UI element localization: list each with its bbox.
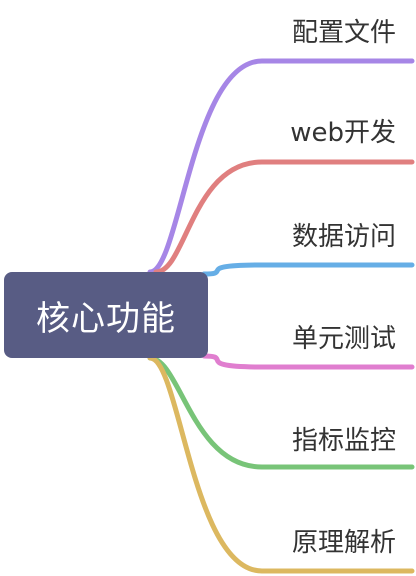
branch-label-unit-testing[interactable]: 单元测试 bbox=[291, 324, 396, 354]
branch-label-metrics-monitoring[interactable]: 指标监控 bbox=[291, 426, 396, 456]
branch-label-web-dev[interactable]: web开发 bbox=[290, 118, 396, 148]
connector-web-dev bbox=[153, 159, 415, 275]
connector-config-files bbox=[147, 58, 415, 275]
branch-label-config-files[interactable]: 配置文件 bbox=[291, 18, 396, 48]
branch-label-data-access[interactable]: 数据访问 bbox=[291, 222, 396, 252]
connector-unit-testing bbox=[201, 353, 415, 370]
connector-principles bbox=[147, 355, 415, 574]
root-node[interactable]: 核心功能 bbox=[4, 272, 208, 358]
connector-data-access bbox=[201, 262, 415, 277]
connector-metrics-monitoring bbox=[147, 355, 415, 470]
branch-label-principles[interactable]: 原理解析 bbox=[291, 528, 396, 558]
root-node-label: 核心功能 bbox=[36, 298, 176, 339]
